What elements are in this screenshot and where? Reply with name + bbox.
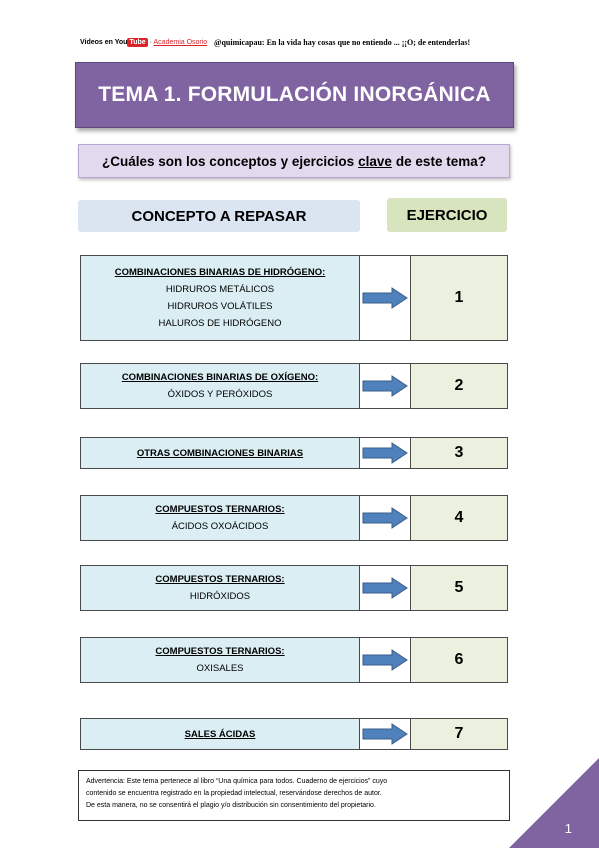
warning-line: De esta manera, no se consentirá el plag…: [86, 802, 376, 809]
question-text-after: de este tema?: [395, 153, 486, 169]
concept-heading: COMPUESTOS TERNARIOS:: [155, 646, 285, 657]
concept-row: COMBINACIONES BINARIAS DE OXÍGENO: ÓXIDOS…: [80, 363, 508, 409]
warning-line: contenido se encuentra registrado en la …: [86, 790, 382, 797]
videos-prefix: Videos en You: [80, 39, 128, 46]
concept-cell: COMBINACIONES BINARIAS DE HIDRÓGENO: HIDR…: [81, 256, 360, 340]
exercise-number: 7: [411, 719, 507, 749]
concept-heading: COMBINACIONES BINARIAS DE OXÍGENO:: [121, 372, 319, 383]
concept-row: COMPUESTOS TERNARIOS: ÁCIDOS OXOÁCIDOS 4: [80, 495, 508, 541]
right-arrow-icon: [362, 649, 408, 671]
right-arrow-icon: [362, 723, 408, 745]
concept-subitem: HIDRUROS VOLÁTILES: [167, 301, 273, 312]
exercise-number: 4: [411, 496, 507, 540]
exercise-number: 1: [411, 256, 507, 340]
right-arrow-icon: [362, 577, 408, 599]
exercise-column-header: EJERCICIO: [387, 198, 507, 232]
concept-cell: COMPUESTOS TERNARIOS: ÁCIDOS OXOÁCIDOS: [81, 496, 360, 540]
arrow-cell: [360, 719, 411, 749]
exercise-number: 2: [411, 364, 507, 408]
arrow-cell: [360, 256, 411, 340]
concept-heading: COMBINACIONES BINARIAS DE HIDRÓGENO:: [114, 267, 326, 278]
concept-heading: COMPUESTOS TERNARIOS:: [155, 504, 285, 515]
concept-subitem: OXISALES: [196, 663, 244, 674]
corner-triangle: [509, 758, 599, 848]
concept-cell: SALES ÁCIDAS: [81, 719, 360, 749]
page-number: 1: [564, 821, 572, 836]
concept-cell: OTRAS COMBINACIONES BINARIAS: [81, 438, 360, 468]
right-arrow-icon: [362, 507, 408, 529]
right-arrow-icon: [362, 442, 408, 464]
question-keyword: clave: [358, 153, 392, 169]
header-separator: ·: [147, 39, 154, 46]
concept-row: COMBINACIONES BINARIAS DE HIDRÓGENO: HIDR…: [80, 255, 508, 341]
concept-heading: OTRAS COMBINACIONES BINARIAS: [136, 447, 304, 459]
arrow-cell: [360, 438, 411, 468]
youtube-badge: Tube: [127, 38, 148, 47]
concept-cell: COMBINACIONES BINARIAS DE OXÍGENO: ÓXIDOS…: [81, 364, 360, 408]
concept-row: COMPUESTOS TERNARIOS: HIDRÓXIDOS 5: [80, 565, 508, 611]
concept-cell: COMPUESTOS TERNARIOS: HIDRÓXIDOS: [81, 566, 360, 610]
concept-cell: COMPUESTOS TERNARIOS: OXISALES: [81, 638, 360, 682]
copyright-warning: Advertencia: Este tema pertenece al libr…: [78, 770, 510, 821]
question-banner: ¿Cuáles son los conceptos y ejercicios c…: [78, 144, 510, 178]
concept-row: SALES ÁCIDAS 7: [80, 718, 508, 750]
concept-subitem: ÓXIDOS Y PERÓXIDOS: [167, 389, 273, 400]
concept-column-header: CONCEPTO A REPASAR: [78, 200, 360, 232]
arrow-cell: [360, 496, 411, 540]
right-arrow-icon: [362, 287, 408, 309]
right-arrow-icon: [362, 375, 408, 397]
header-tagline: @quimicapau: En la vida hay cosas que no…: [214, 38, 471, 47]
concept-row: OTRAS COMBINACIONES BINARIAS 3: [80, 437, 508, 469]
concept-subitem: HIDRÓXIDOS: [189, 591, 251, 602]
concept-subitem: HIDRUROS METÁLICOS: [165, 284, 275, 295]
warning-line: Advertencia: Este tema pertenece al libr…: [86, 778, 388, 785]
arrow-cell: [360, 566, 411, 610]
arrow-cell: [360, 364, 411, 408]
concept-subitem: ÁCIDOS OXOÁCIDOS: [171, 521, 269, 532]
question-text-before: ¿Cuáles son los conceptos y ejercicios: [102, 153, 355, 169]
academia-link[interactable]: Academia Osorio: [153, 39, 208, 46]
concept-subitem: HALUROS DE HIDRÓGENO: [158, 318, 282, 329]
concept-row: COMPUESTOS TERNARIOS: OXISALES 6: [80, 637, 508, 683]
page-title: TEMA 1. FORMULACIÓN INORGÁNICA: [75, 62, 514, 128]
concept-heading: COMPUESTOS TERNARIOS:: [155, 574, 285, 585]
exercise-number: 3: [411, 438, 507, 468]
exercise-number: 5: [411, 566, 507, 610]
concept-heading: SALES ÁCIDAS: [184, 728, 256, 740]
exercise-number: 6: [411, 638, 507, 682]
arrow-cell: [360, 638, 411, 682]
